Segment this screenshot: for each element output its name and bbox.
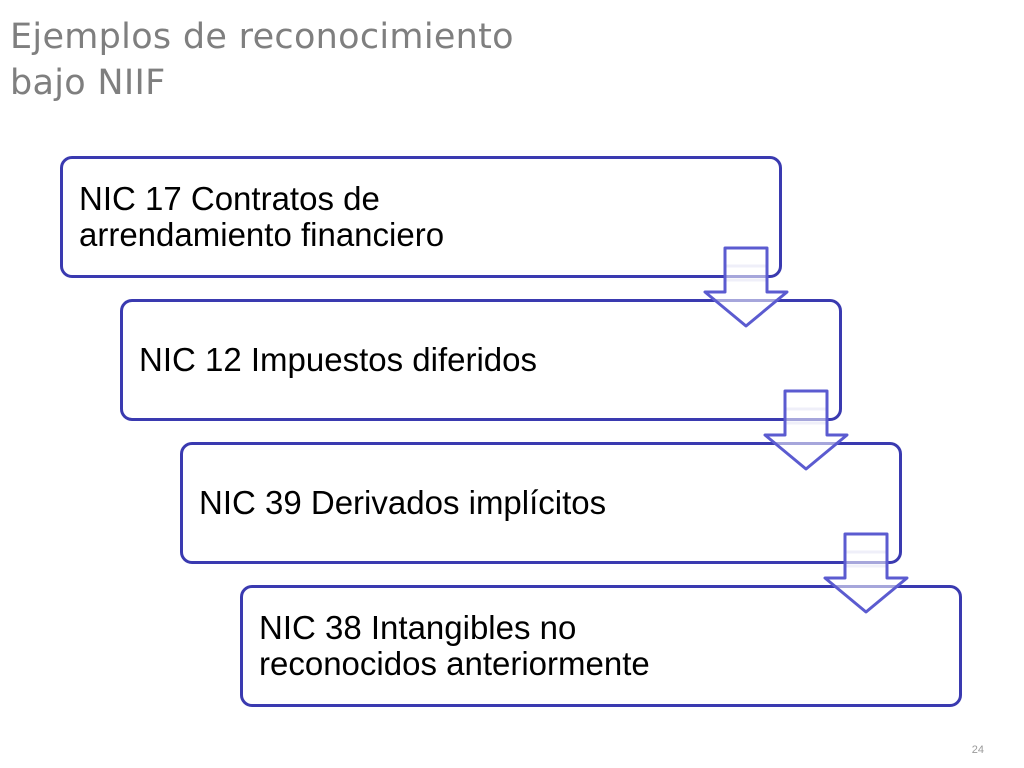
arrow-shape — [823, 532, 909, 614]
down-arrow-icon — [703, 246, 789, 328]
step-box-nic-12: NIC 12 Impuestos diferidos — [120, 299, 842, 421]
step-label: NIC 38 Intangibles no reconocidos anteri… — [259, 609, 650, 682]
slide-title: Ejemplos de reconocimiento bajo NIIF — [10, 14, 514, 106]
step-box-nic-38: NIC 38 Intangibles no reconocidos anteri… — [240, 585, 962, 707]
step-label: NIC 12 Impuestos diferidos — [139, 341, 538, 378]
slide-title-line-1: Ejemplos de reconocimiento — [10, 17, 514, 57]
step-label: NIC 39 Derivados implícitos — [199, 484, 607, 521]
arrow-shape — [703, 246, 789, 328]
page-number: 24 — [971, 744, 984, 756]
slide-title-line-2: bajo NIIF — [10, 63, 166, 103]
down-arrow-icon — [763, 389, 849, 471]
step-label: NIC 17 Contratos de arrendamiento financ… — [79, 180, 445, 253]
step-box-nic-17: NIC 17 Contratos de arrendamiento financ… — [60, 156, 782, 278]
step-box-nic-39: NIC 39 Derivados implícitos — [180, 442, 902, 564]
arrow-shape — [763, 389, 849, 471]
down-arrow-icon — [823, 532, 909, 614]
